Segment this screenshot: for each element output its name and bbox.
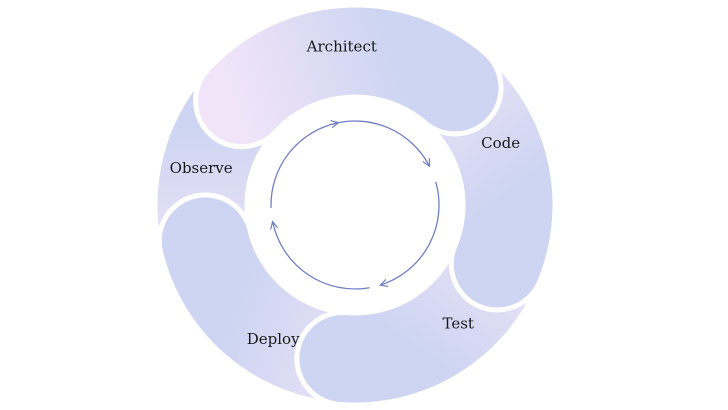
cycle-arrows bbox=[270, 120, 440, 290]
cycle-ring bbox=[152, 2, 558, 408]
cycle-arrow-3 bbox=[273, 222, 370, 290]
stage-segment-architect bbox=[193, 2, 504, 150]
stage-label-architect: Architect bbox=[306, 38, 377, 56]
cycle-arrow-4 bbox=[270, 123, 338, 208]
cycle-arrow-1 bbox=[333, 120, 429, 166]
stage-label-deploy: Deploy bbox=[247, 330, 300, 348]
stage-label-test: Test bbox=[443, 315, 474, 333]
stage-labels: Architect Code Test Deploy Observe bbox=[170, 38, 521, 349]
stage-label-observe: Observe bbox=[170, 159, 233, 177]
cycle-arrow-2 bbox=[381, 181, 440, 285]
stage-label-code: Code bbox=[481, 134, 520, 152]
